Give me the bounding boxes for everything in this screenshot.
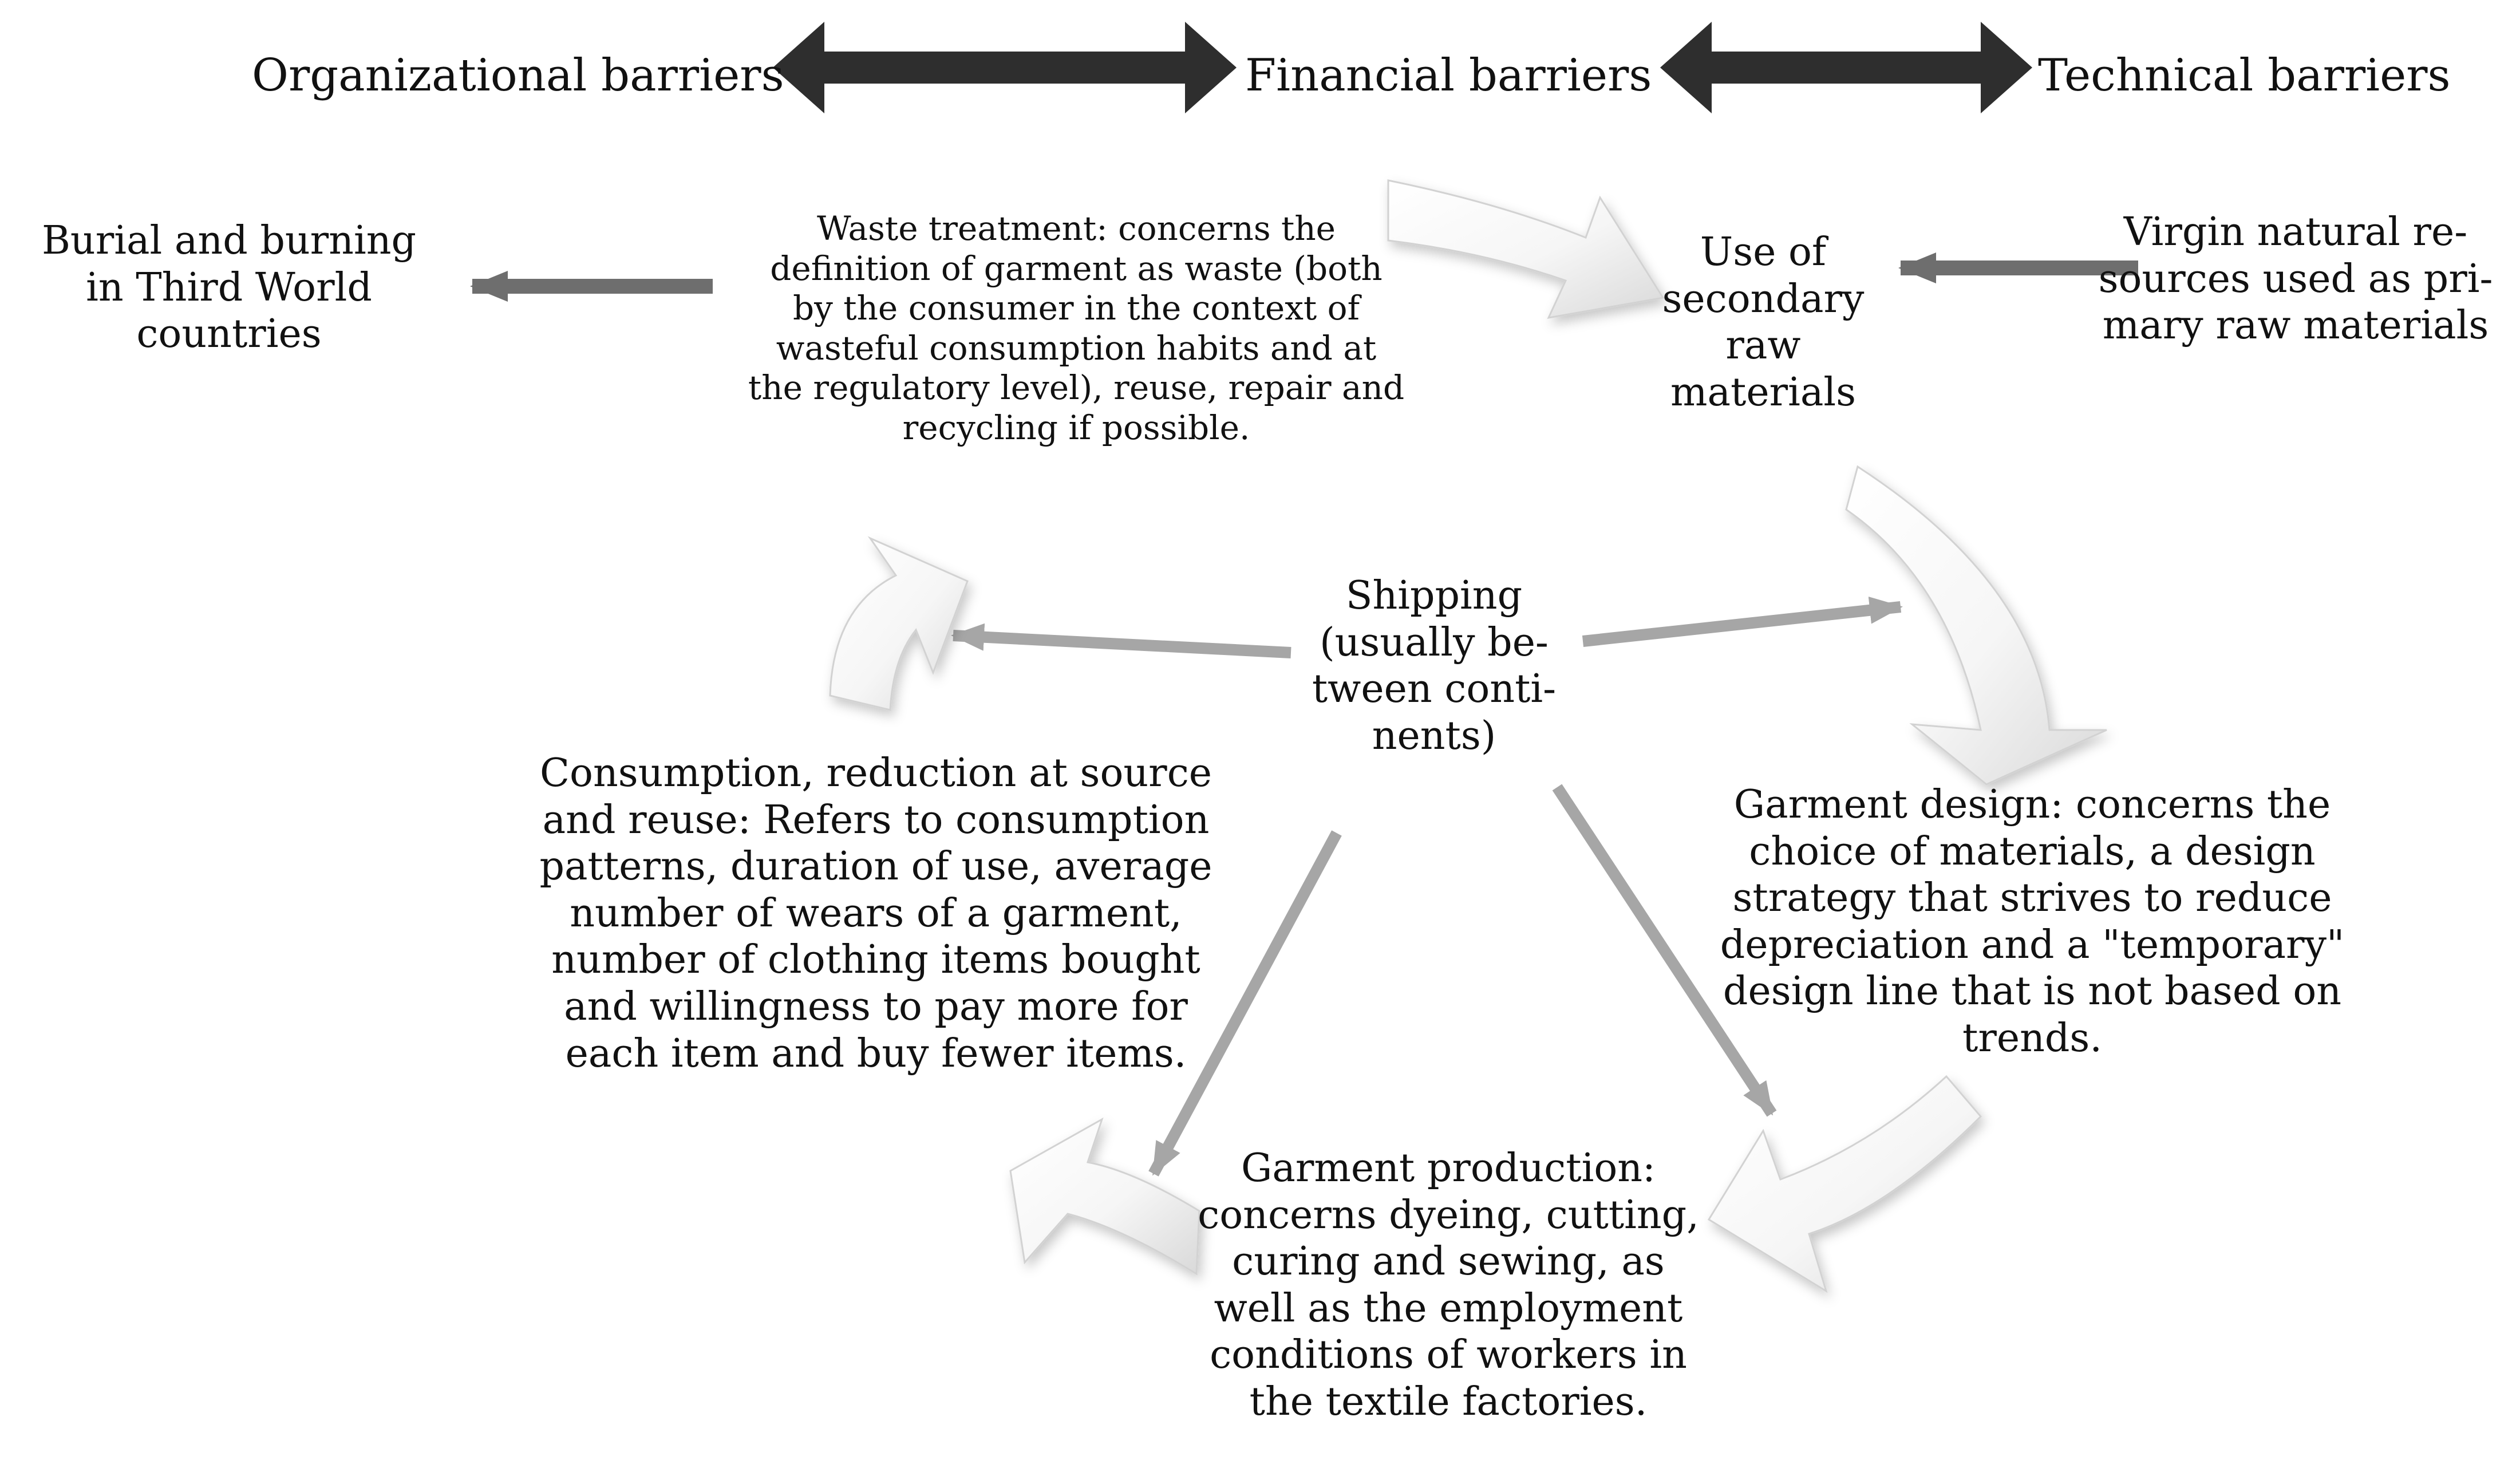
cycle-arrow-design-to-production (1707, 1075, 1982, 1293)
burial-node: Burial and burning in Third World countr… (41, 218, 417, 357)
garment-production-node: Garment production: concerns dyeing, cut… (1198, 1146, 1699, 1424)
cycle-arrow-production-to-consumption (1009, 1117, 1200, 1276)
waste-treatment-node: Waste treatment: concerns the definition… (748, 209, 1405, 447)
shipping-to-design-arrow (1582, 596, 1903, 647)
consumption-node: Consumption, reduction at source and reu… (539, 751, 1212, 1076)
organizational-barriers-label: Organizational barriers (252, 50, 784, 101)
secondary-raw-materials-node: Use of secondary raw materials (1662, 230, 1865, 415)
virgin-resources-node: Virgin natural re- sources used as pri- … (2098, 210, 2493, 349)
fin-tech-double-arrow (1660, 22, 2032, 113)
shipping-to-waste-arrow (951, 623, 1291, 658)
shipping-to-production-arrow (1552, 784, 1777, 1117)
org-fin-double-arrow (773, 22, 1237, 113)
technical-barriers-label: Technical barriers (2038, 50, 2451, 101)
garment-design-node: Garment design: concerns the choice of m… (1720, 782, 2345, 1061)
cycle-arrow-secondary-to-design (1845, 465, 2107, 786)
cycle-arrow-waste-to-secondary (1387, 179, 1665, 319)
shipping-node: Shipping (usually be- tween conti- nents… (1312, 573, 1557, 759)
financial-barriers-label: Financial barriers (1245, 50, 1652, 101)
shipping-to-consumption-arrow (1148, 830, 1342, 1177)
cycle-arrow-consumption-to-waste (829, 536, 969, 711)
